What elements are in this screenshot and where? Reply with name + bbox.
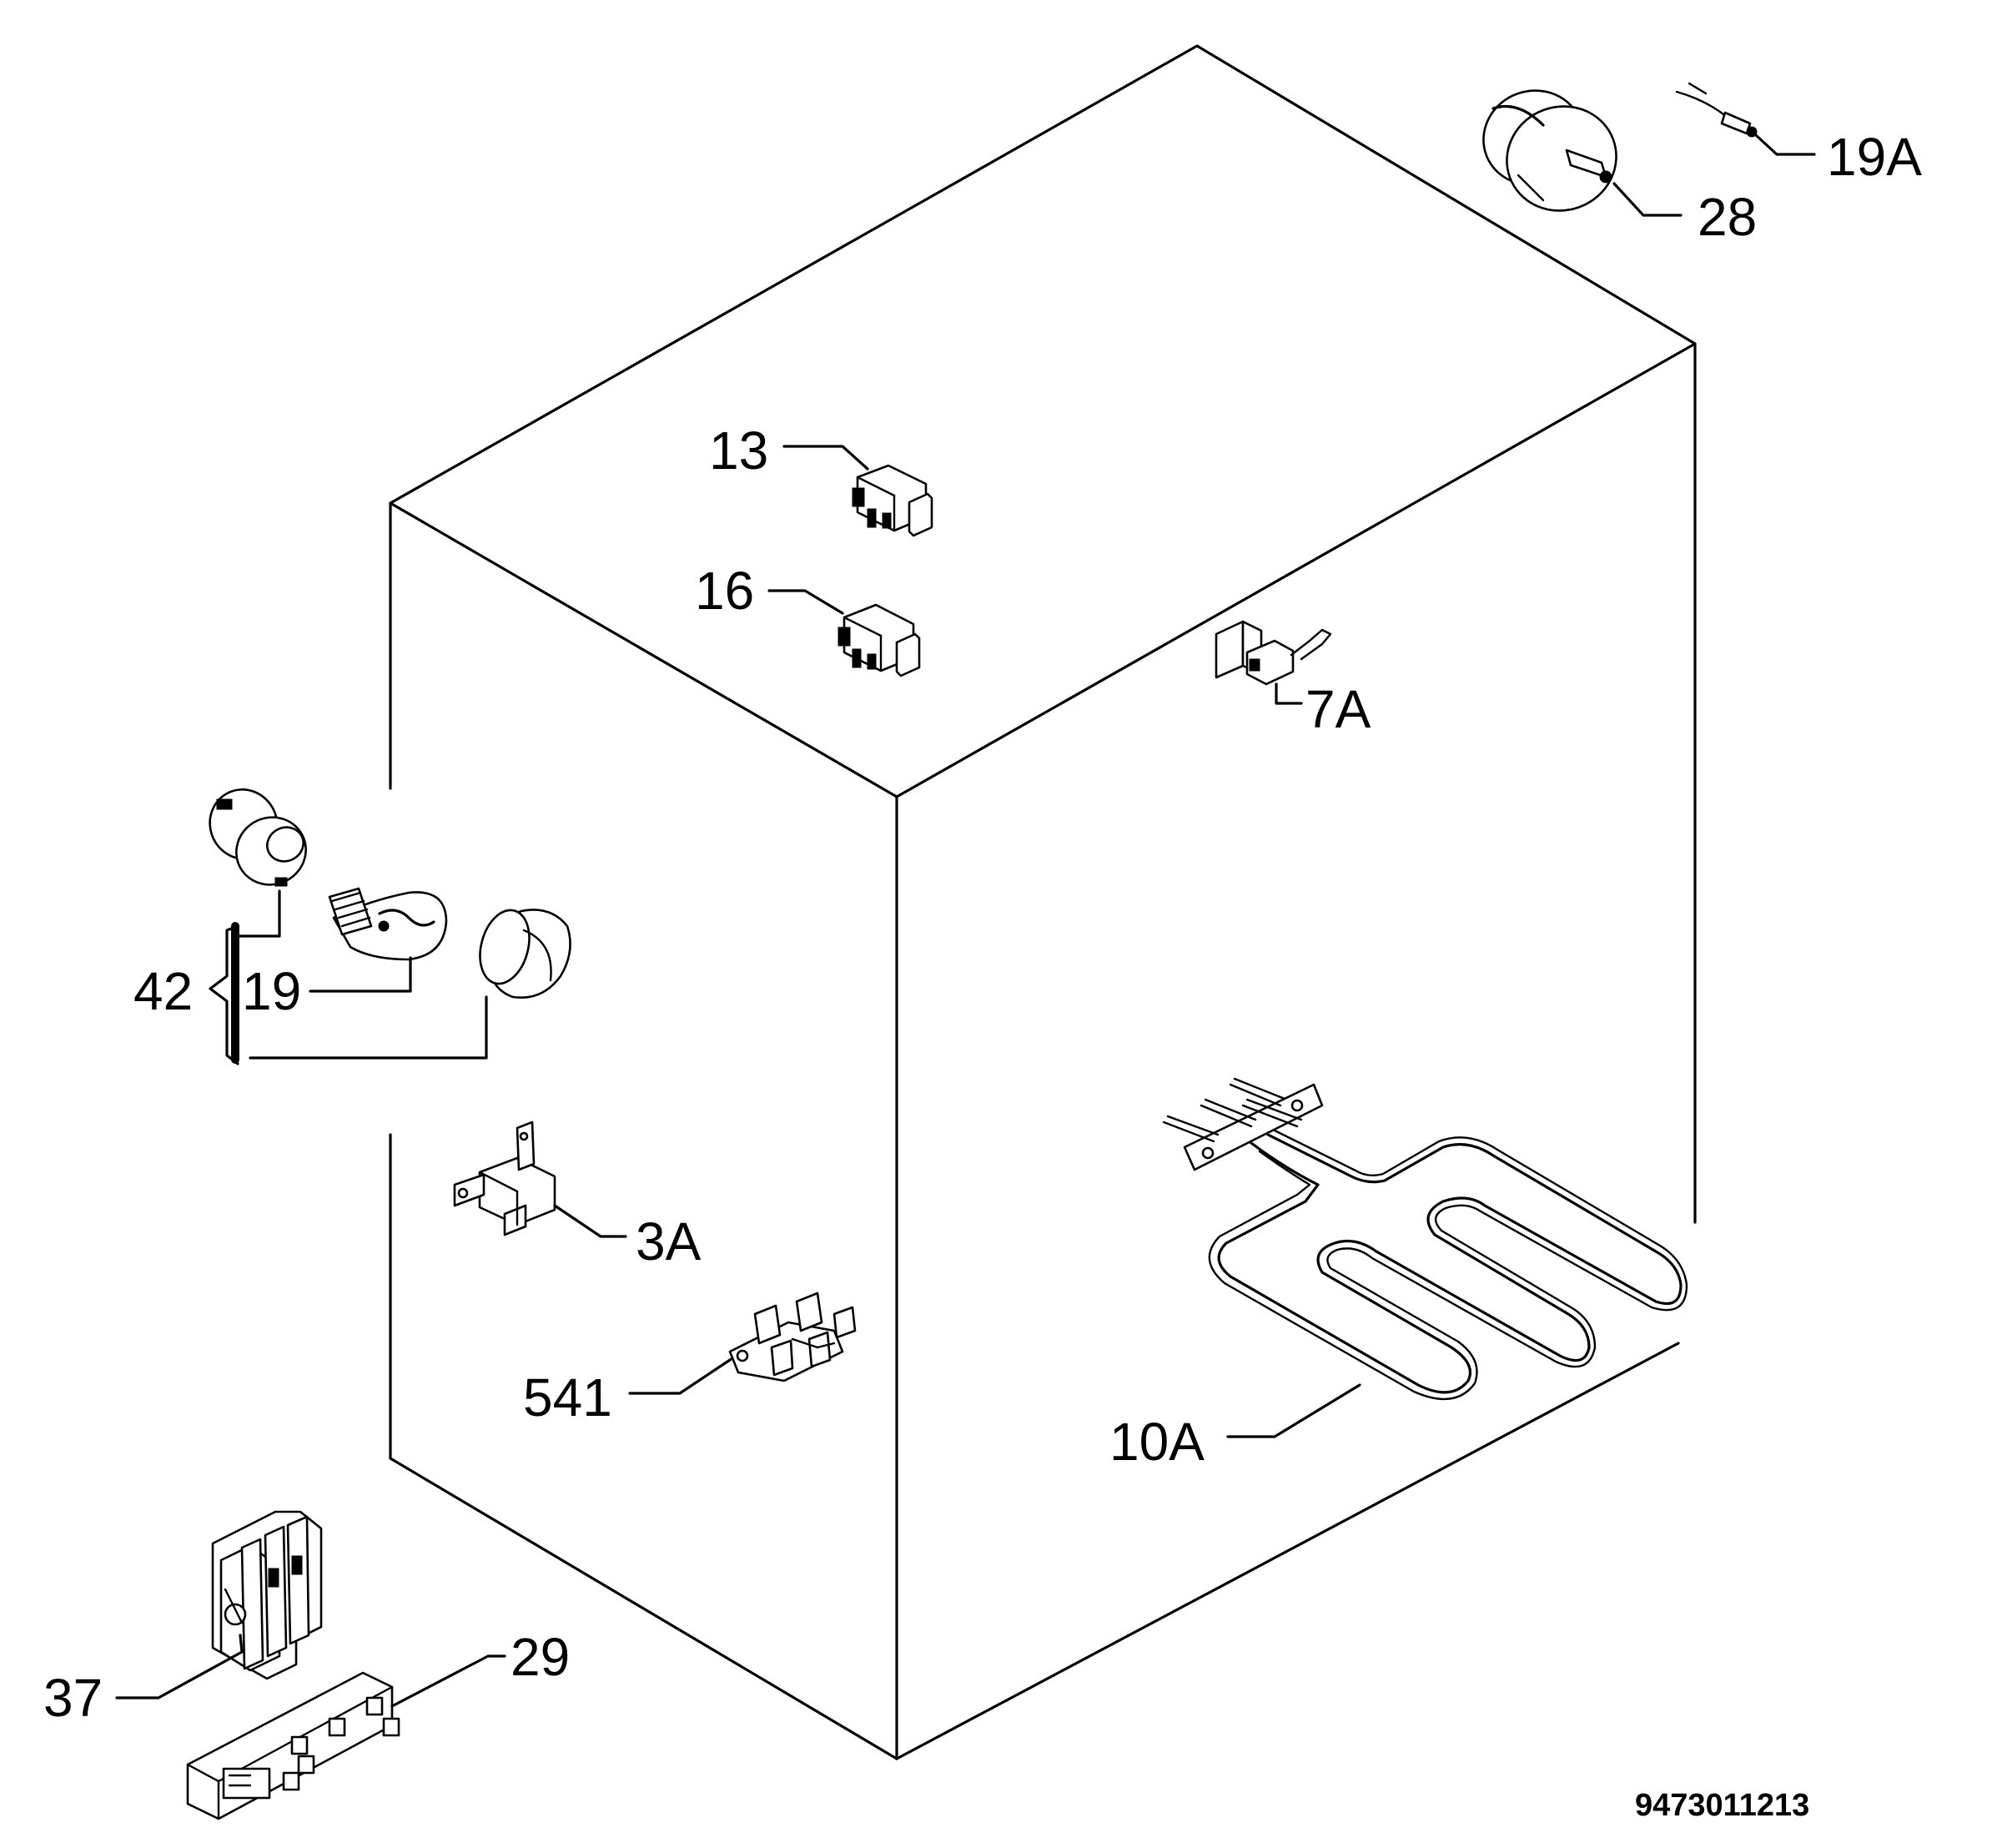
part-label-19a: 19A: [1827, 127, 1922, 187]
leader-541: [628, 1357, 734, 1395]
part-label-541: 541: [523, 1367, 612, 1428]
lamp-bulb-19-icon: [328, 887, 448, 961]
leader-13: [782, 445, 869, 471]
part-label-42: 42: [133, 961, 193, 1021]
ignition-switch-37-icon: [211, 1510, 323, 1680]
part-label-19: 19: [242, 961, 301, 1021]
leader-19: [309, 956, 412, 993]
spark-generator-29-icon: [186, 1671, 400, 1820]
door-switch-7a-icon: [1215, 620, 1332, 686]
lamp-holder-icon: [209, 788, 307, 887]
oven-cabinet-outline: [389, 44, 1697, 1760]
leader-7a: [1275, 682, 1303, 705]
leader-10a: [1226, 1383, 1361, 1438]
part-label-37: 37: [43, 1668, 103, 1728]
thermostat-3a-icon: [453, 1120, 556, 1236]
lamp-wire-19a-icon: [1675, 82, 1758, 138]
part-label-7a: 7A: [1305, 679, 1371, 739]
part-label-13: 13: [709, 420, 768, 481]
leader-lamp-cover: [249, 995, 488, 1060]
part-label-29: 29: [511, 1627, 570, 1687]
leader-19a: [1754, 133, 1816, 156]
lamp-cover-icon: [479, 909, 571, 999]
part-label-3a: 3A: [636, 1211, 702, 1271]
switch-13-icon: [852, 464, 933, 537]
leader-lamp-holder: [234, 889, 281, 938]
leader-3a: [553, 1204, 627, 1238]
part-label-28: 28: [1698, 187, 1757, 247]
part-label-16: 16: [695, 561, 754, 621]
switch-16-icon: [838, 603, 921, 677]
leader-16: [767, 589, 844, 615]
brace-42: [209, 924, 239, 1065]
drawing-number: 9473011213: [1635, 1788, 1809, 1823]
terminal-block-541-icon: [728, 1292, 857, 1382]
leader-29: [390, 1654, 506, 1708]
leader-28: [1612, 182, 1683, 217]
heating-element-10a-icon: [1162, 1077, 1688, 1401]
part-label-10a: 10A: [1109, 1412, 1205, 1472]
fan-motor-28-icon: [1482, 89, 1617, 212]
leader-37: [115, 1634, 244, 1699]
